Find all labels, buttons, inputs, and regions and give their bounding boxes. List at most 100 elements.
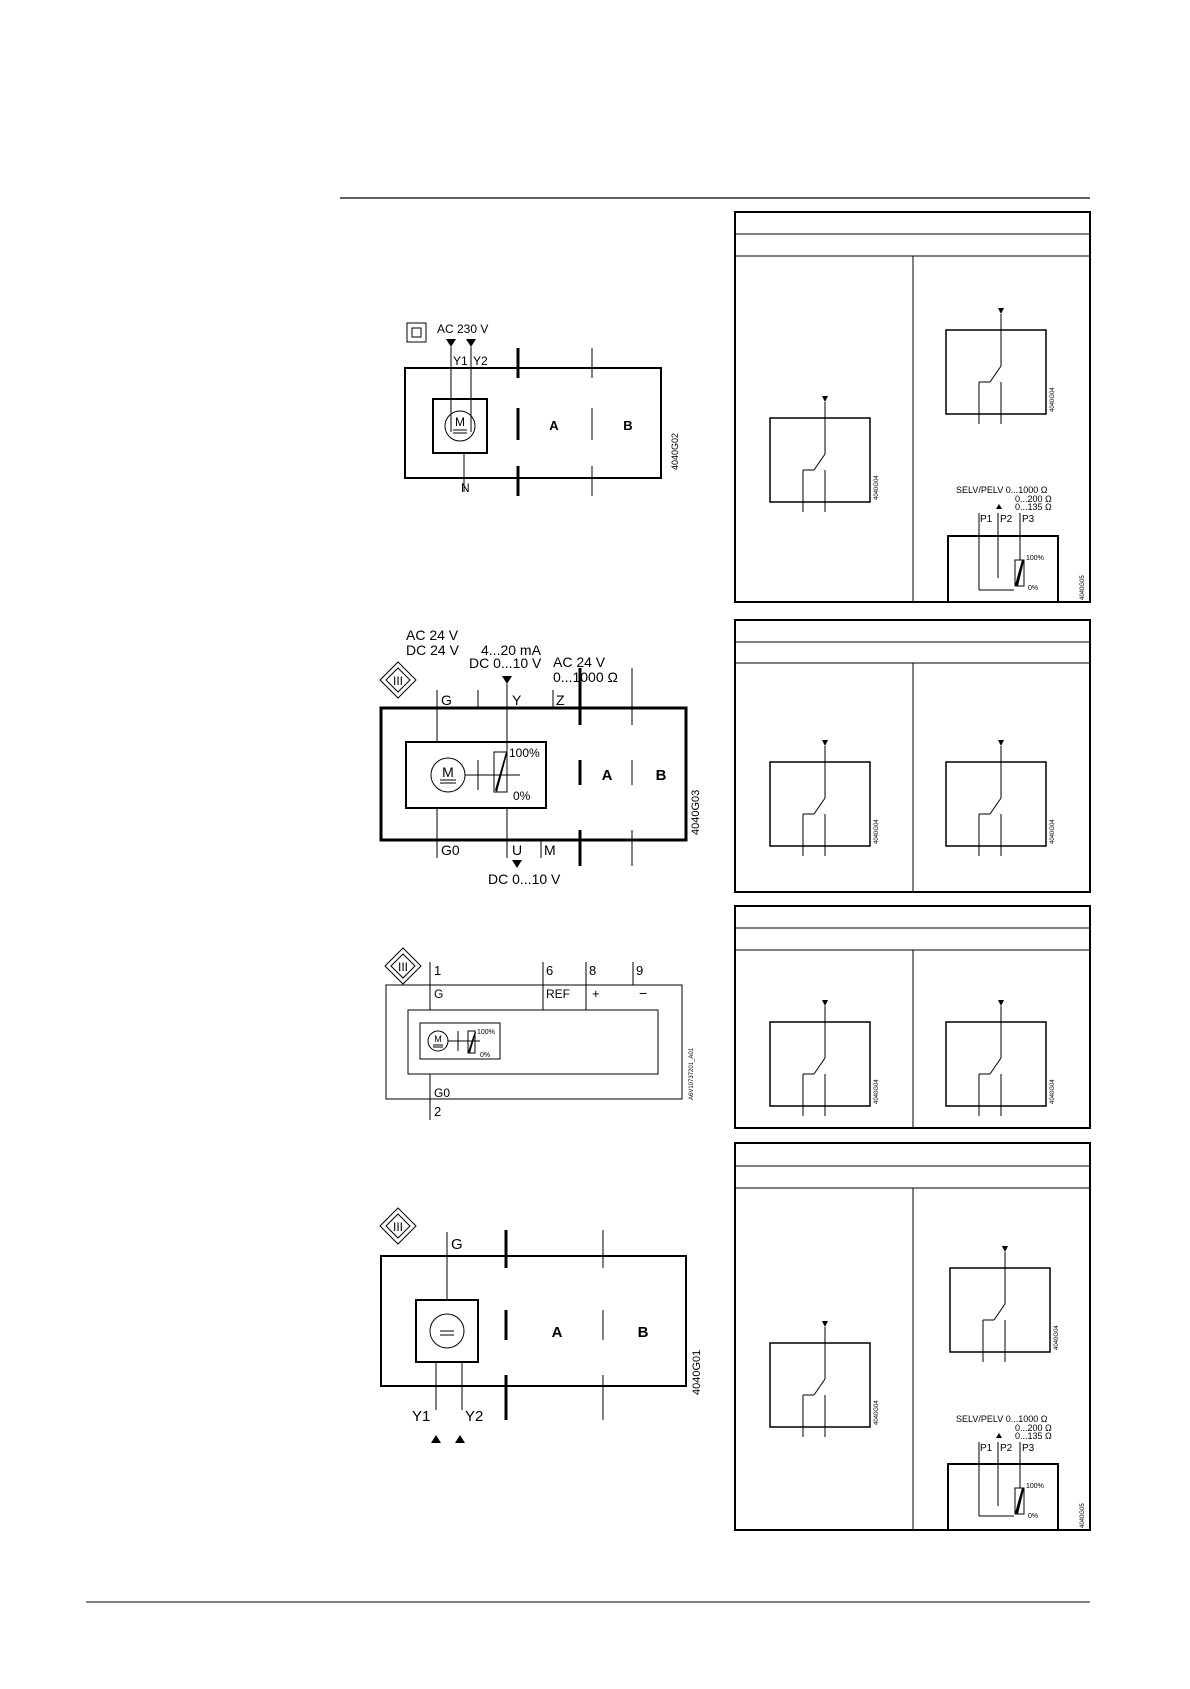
z-line1: AC 24 V <box>553 654 606 670</box>
label-ref: REF <box>546 987 570 1001</box>
aux-switch-b: B <box>656 767 667 784</box>
potentiometer-icon <box>493 751 508 793</box>
feedback-label: DC 0...10 V <box>488 871 561 887</box>
diagram-code: A6V10737201_A01 <box>689 1047 695 1100</box>
p3: P3 <box>1022 514 1035 525</box>
inner-module <box>407 1009 659 1075</box>
p1: P1 <box>980 1443 993 1454</box>
motor-letter: M <box>455 415 465 429</box>
signal-line1: 4...20 mA <box>481 642 542 658</box>
y2-arrow-icon <box>466 339 476 347</box>
selv-line2: 0...200 Ω <box>1015 1423 1052 1433</box>
selv-line3: 0...135 Ω <box>1015 1431 1052 1441</box>
switch-symbol: 4040G04 <box>769 396 880 512</box>
auxiliary-switch-symbols: 4040G04 4040G04 4040G04 4040G04 4040G04 4040G… <box>769 308 1060 1437</box>
diagram-code: 4040G01 <box>691 1350 703 1395</box>
motor-box <box>419 1022 501 1060</box>
svg-text:III: III <box>398 960 408 974</box>
dc-motor-icon <box>429 1313 465 1349</box>
z-line2: 0...1000 Ω <box>553 669 618 685</box>
motor-box <box>432 398 488 454</box>
terminal-g: G <box>451 1236 463 1253</box>
terminal-y1: Y1 <box>453 354 468 368</box>
pct-100: 100% <box>509 746 540 760</box>
terminal-z: Z <box>556 692 565 708</box>
aux-switch-b: B <box>638 1324 649 1341</box>
y2-arrow-icon <box>455 1435 465 1443</box>
diagram-numbered-terminals: III 1 6 8 9 G REF + − M 100% 0% G0 2 A6V… <box>384 947 695 1120</box>
aux-switch-b: B <box>623 418 632 433</box>
switch-symbol: 4040G04 <box>945 1000 1056 1116</box>
selv-line2: 0...200 Ω <box>1015 494 1052 504</box>
pct-100: 100% <box>477 1029 495 1036</box>
switch-code: 4040G04 <box>1054 1325 1060 1350</box>
pot-code: 4040G05 <box>1080 575 1086 600</box>
terminal-y1: Y1 <box>412 1408 430 1425</box>
signal-line2: DC 0...10 V <box>469 655 542 671</box>
panel-1 <box>734 211 1091 603</box>
actuator-housing <box>385 984 683 1100</box>
motor-icon <box>444 410 476 442</box>
panel-3 <box>734 905 1091 1129</box>
pin-8: 8 <box>589 963 596 978</box>
supply-line2: DC 24 V <box>406 642 460 658</box>
terminal-u: U <box>512 842 522 858</box>
aux-switch-a: A <box>602 767 613 784</box>
diagram-code: 4040G02 <box>670 433 680 470</box>
p2: P2 <box>1000 1443 1013 1454</box>
switch-symbol: 4040G04 <box>949 1246 1060 1362</box>
diagram-ac24v-modulating: AC 24 V DC 24 V 4...20 mA DC 0...10 V AC… <box>379 627 702 887</box>
p1: P1 <box>980 514 993 525</box>
potentiometer-panel-4: SELV/PELV 0...1000 Ω 0...200 Ω 0...135 Ω… <box>947 1414 1086 1531</box>
class-ii-symbol <box>406 322 427 343</box>
label-g0: G0 <box>434 1086 450 1100</box>
motor-box <box>405 741 547 809</box>
switch-symbol: 4040G04 <box>769 740 880 856</box>
switch-code: 4040G04 <box>1050 387 1056 412</box>
pct-0: 0% <box>513 789 531 803</box>
p3: P3 <box>1022 1443 1035 1454</box>
selv-line3: 0...135 Ω <box>1015 502 1052 512</box>
switch-symbol: 4040G04 <box>769 1000 880 1116</box>
switch-code: 4040G04 <box>874 1079 880 1104</box>
switch-symbol: 4040G04 <box>945 308 1056 424</box>
pct-100: 100% <box>1026 555 1044 562</box>
actuator-housing <box>379 706 688 842</box>
potentiometer-icon <box>467 1030 476 1054</box>
aux-switch-a: A <box>552 1324 563 1341</box>
selv-line1: SELV/PELV 0...1000 Ω <box>956 1414 1048 1424</box>
potentiometer-icon <box>1014 559 1025 587</box>
class-ii-symbol-inner <box>411 327 422 338</box>
label-minus: − <box>639 985 647 1001</box>
svg-text:III: III <box>393 1220 403 1234</box>
potentiometer-icon <box>1014 1487 1025 1515</box>
switch-code: 4040G04 <box>874 475 880 500</box>
pct-0: 0% <box>1028 585 1038 592</box>
potentiometer-panel-1: SELV/PELV 0...1000 Ω 0...200 Ω 0...135 Ω… <box>947 485 1086 603</box>
pct-100: 100% <box>1026 1483 1044 1490</box>
switch-code: 4040G04 <box>874 1400 880 1425</box>
label-plus: + <box>592 986 600 1001</box>
svg-text:III: III <box>393 674 403 688</box>
terminal-g: G <box>441 692 452 708</box>
switch-code: 4040G04 <box>874 819 880 844</box>
u-arrow-icon <box>512 860 522 868</box>
motor-letter: M <box>434 1034 442 1044</box>
switch-symbol: 4040G04 <box>769 1321 880 1437</box>
actuator-housing <box>380 1255 687 1387</box>
diagram-y1-y2: III G Y1 Y2 A B 4040G01 <box>379 1207 703 1443</box>
terminal-y: Y <box>512 692 522 708</box>
class-iii-symbol: III <box>384 947 422 985</box>
diagram-code: 4040G03 <box>690 790 702 835</box>
selv-line1: SELV/PELV 0...1000 Ω <box>956 485 1048 495</box>
y1-arrow-icon <box>446 339 456 347</box>
pot-code: 4040G05 <box>1080 1503 1086 1528</box>
class-iii-symbol: III <box>379 1207 417 1245</box>
label-g: G <box>434 987 443 1001</box>
pin-9: 9 <box>636 963 643 978</box>
switch-symbol: 4040G04 <box>945 740 1056 856</box>
pct-0: 0% <box>1028 1513 1038 1520</box>
terminal-n: N <box>461 481 470 495</box>
